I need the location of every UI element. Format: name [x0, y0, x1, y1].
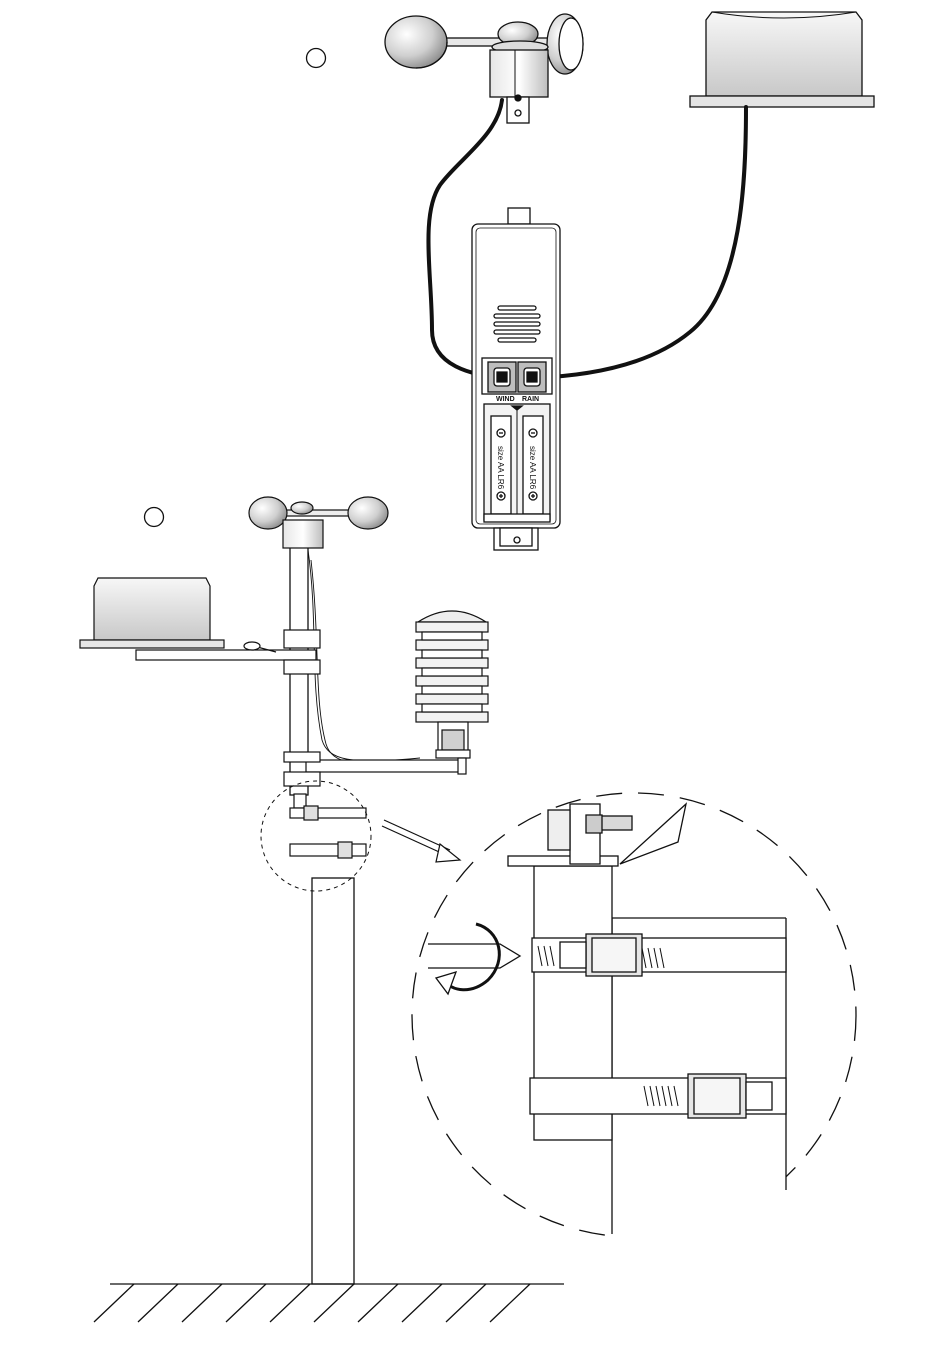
rain-gauge	[690, 12, 874, 107]
thermo-hygro-transmitter: WIND RAIN size AA LR6 size AA LR6	[472, 208, 560, 550]
pole-clamps	[290, 806, 366, 858]
screwdriver	[428, 944, 520, 968]
rain-connector-label: RAIN	[522, 396, 539, 403]
wind-sensor-anemometer	[385, 14, 583, 123]
detail-arrow	[382, 820, 460, 862]
sensor-arm	[284, 752, 466, 808]
mounted-rain-gauge	[80, 578, 320, 674]
step-marker-2	[145, 508, 164, 527]
detail-pole-and-clamps	[428, 804, 786, 1270]
wind-connector-label: WIND	[496, 396, 515, 403]
battery-1-label: size AA LR6	[496, 446, 505, 490]
battery-2-label: size AA LR6	[528, 446, 537, 490]
rain-cable	[532, 107, 746, 378]
radiation-shield	[416, 611, 488, 758]
mounted-anemometer	[249, 497, 388, 548]
step-marker-1	[307, 49, 326, 68]
detail-focus-circle	[261, 781, 371, 891]
ground	[94, 1284, 564, 1322]
